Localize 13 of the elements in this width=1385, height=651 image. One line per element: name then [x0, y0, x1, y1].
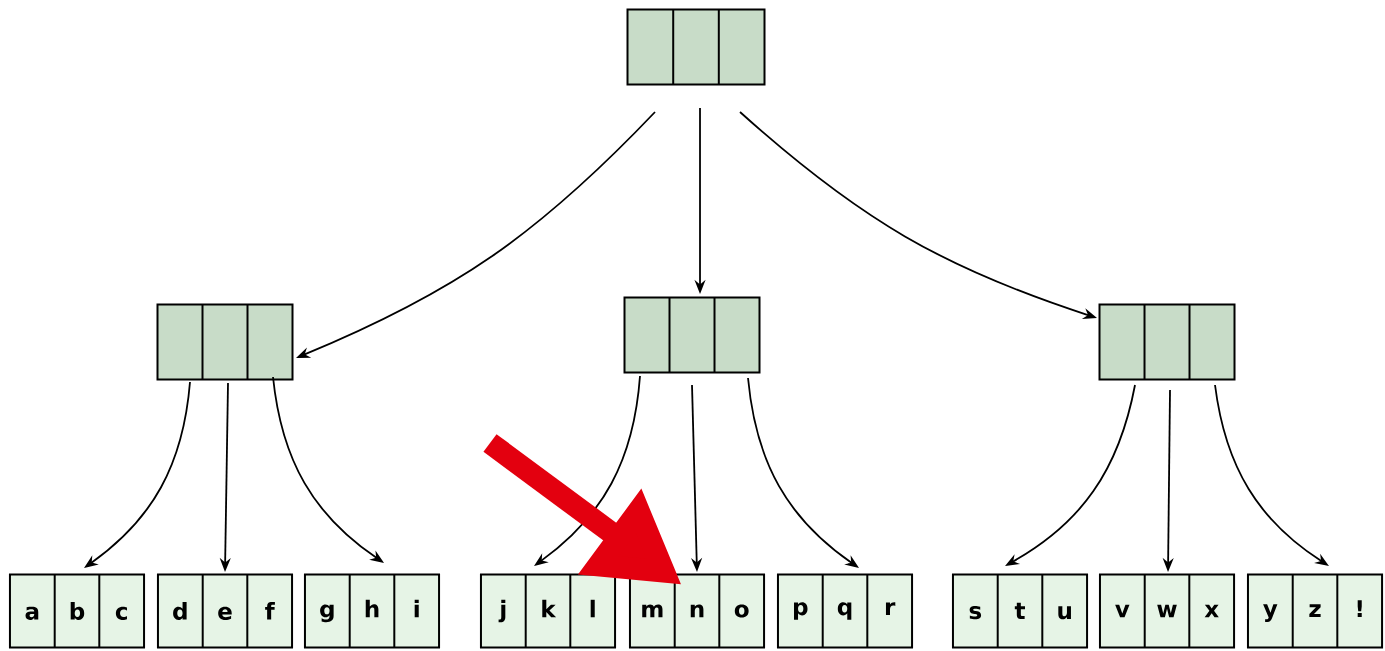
- leaf-node: j k l: [479, 573, 617, 649]
- leaf-node: p q r: [776, 573, 914, 649]
- leaf-node: v w x: [1098, 573, 1236, 649]
- tree-node-box: [1098, 303, 1236, 381]
- tree-node-box: [156, 303, 294, 381]
- leaf-node: a b c: [8, 573, 146, 649]
- tree-node-box: [626, 8, 766, 86]
- tree-node-box: [623, 296, 761, 374]
- leaf-node: d e f: [156, 573, 294, 649]
- leaf-node: m n o: [628, 573, 766, 649]
- leaf-node: s t u: [951, 573, 1089, 649]
- leaf-node: g h i: [303, 573, 441, 649]
- leaf-node: y z !: [1246, 573, 1384, 649]
